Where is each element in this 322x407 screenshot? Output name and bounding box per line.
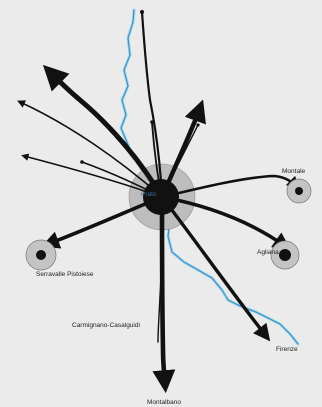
label-montalbano: Montalbano <box>147 399 181 406</box>
node-serravalle <box>25 239 57 271</box>
label-firenze: Firenze <box>276 346 298 353</box>
flow-origin-left-center <box>80 160 84 164</box>
flow-line-left-upper <box>17 100 163 198</box>
node-agliana <box>270 240 300 270</box>
node-montale <box>286 178 312 204</box>
label-agliana: Agliana <box>257 249 279 256</box>
flow-line-north <box>140 10 164 199</box>
label-serravalle: Serravalle Pistoiese <box>36 271 94 278</box>
hub-core <box>143 179 179 215</box>
flow-origin-north <box>140 10 144 14</box>
flow-line-firenze <box>160 195 271 342</box>
flow-origin-spur-right <box>196 123 200 127</box>
flow-line-upper-left <box>42 64 165 200</box>
label-carmignano: Carmignano-Casalguidi <box>72 322 140 329</box>
flow-line-montale <box>160 174 300 199</box>
label-montale: Montale <box>282 168 306 175</box>
flow-line-montalbano <box>152 194 176 394</box>
label-prato: Prato <box>141 191 157 198</box>
flow-origin-spur <box>150 120 154 124</box>
